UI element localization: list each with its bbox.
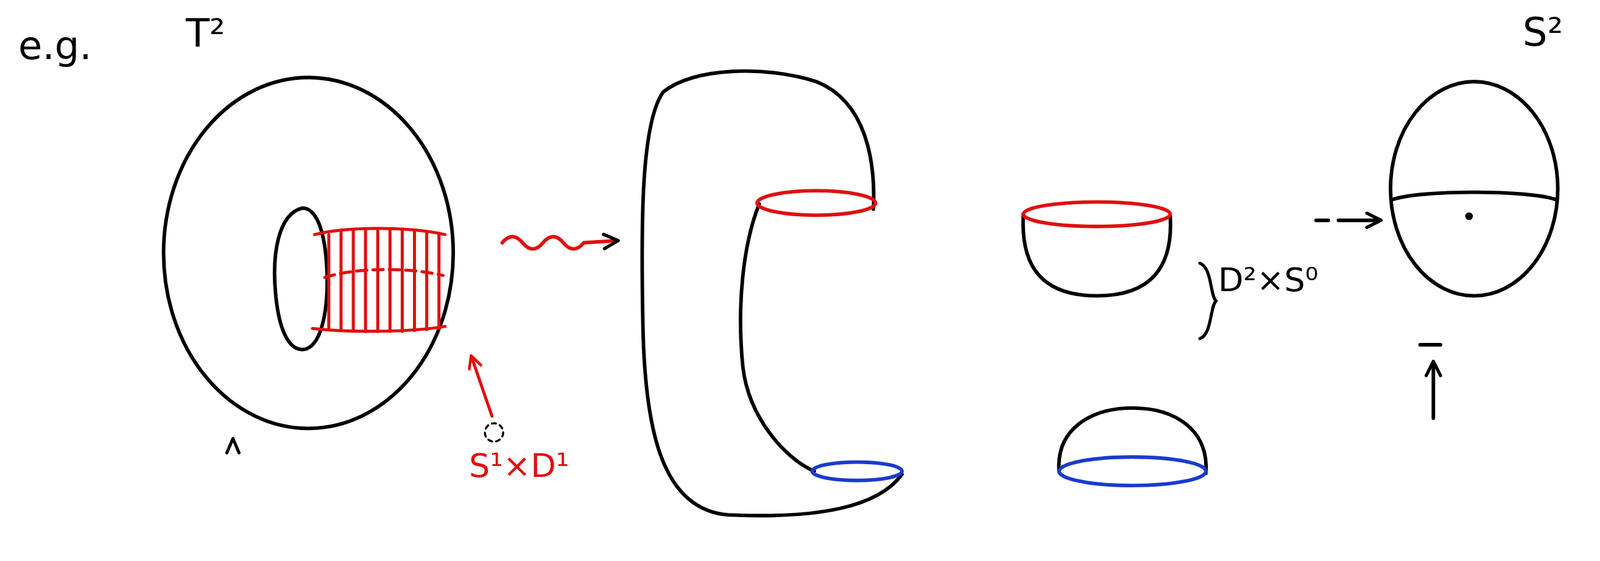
torus-label: T² <box>185 12 226 55</box>
dashed-circle <box>484 423 504 442</box>
example-note: e.g. <box>18 24 92 67</box>
two-disks <box>1023 202 1217 487</box>
arrow <box>1316 218 1380 223</box>
handle-band <box>312 228 493 416</box>
squiggle-arrow <box>502 236 617 249</box>
torus <box>163 77 454 453</box>
sphere <box>1390 81 1558 419</box>
disks-label: D²×S⁰ <box>1218 261 1319 298</box>
cut-torus <box>641 71 903 516</box>
handle-label: S¹×D¹ <box>468 447 569 484</box>
sphere-label: S² <box>1522 10 1563 54</box>
